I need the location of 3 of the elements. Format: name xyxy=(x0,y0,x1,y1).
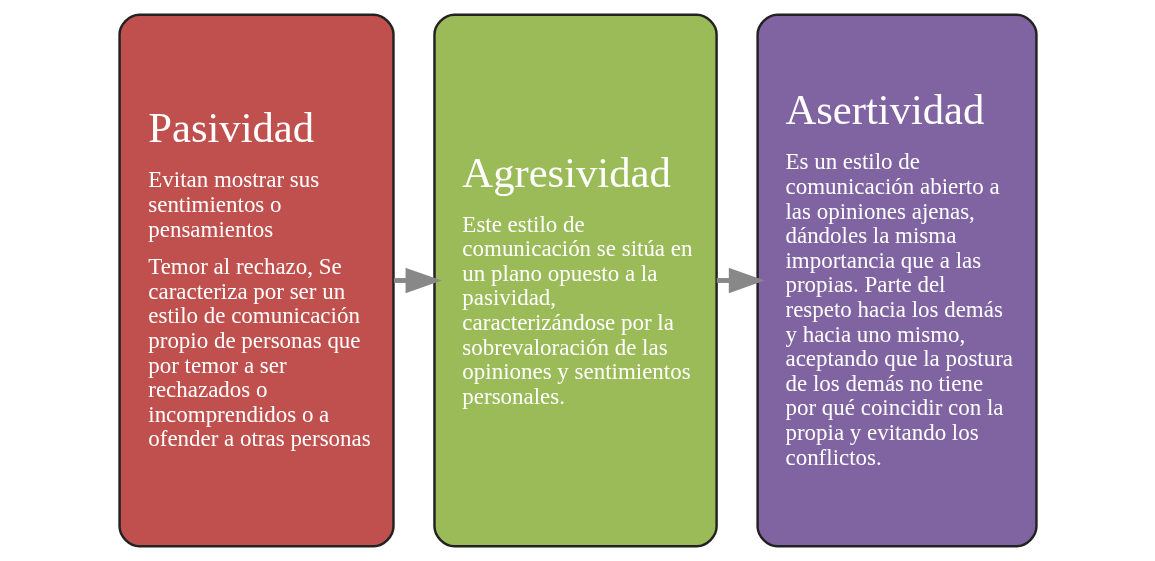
node-box: Asertividad Es un estilo de comunicación abierto a las opiniones ajenas, dándoles la misma importancia que a las propias. Parte del respeto hacia los demás y hacia uno mismo, aceptando que la postura de los demás no tiene por qué coincidir con la propia y evitando los conflictos. xyxy=(755,13,1038,548)
node-box: Pasividad Evitan mostrar sus sentimientos o pensamientos Temor al rechazo, Se caracteriza por ser un estilo de comunicación propio de personas que por temor a ser rechazados o incomprendidos o a ofender a otras personas xyxy=(117,13,395,548)
node-box: Agresividad Este estilo de comunicación se sitúa en un plano opuesto a la pasividad, caracterizándose por la sobrevaloración de las opiniones y sentimientos personales. xyxy=(432,13,718,548)
